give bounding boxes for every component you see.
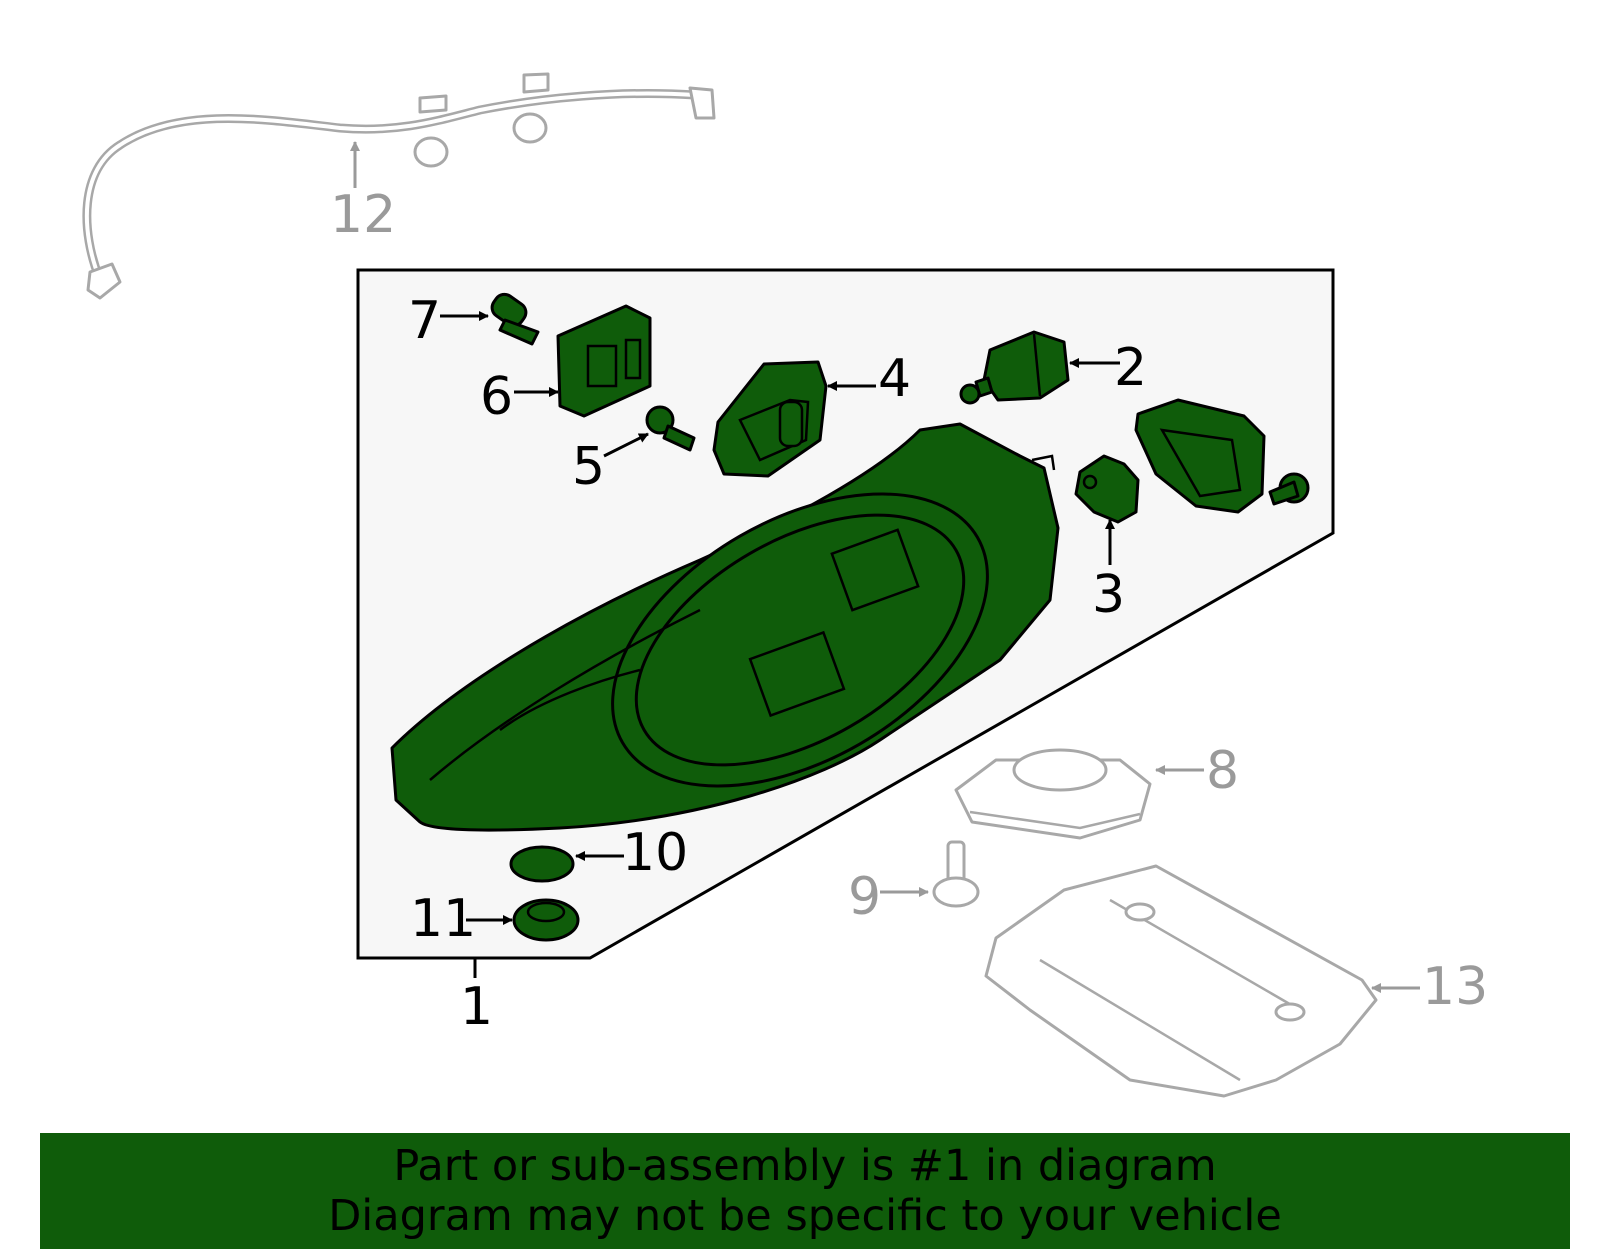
rear-cover[interactable] (1134, 398, 1310, 514)
info-banner: Part or sub-assembly is #1 in diagram Di… (40, 1133, 1570, 1249)
bolt-part-7[interactable] (488, 290, 540, 346)
callout-7: 7 (408, 291, 441, 351)
callout-4: 4 (878, 349, 911, 409)
callout-11: 11 (410, 889, 476, 949)
callout-8: 8 (1206, 741, 1239, 801)
callout-6: 6 (480, 367, 513, 427)
banner-line-1: Part or sub-assembly is #1 in diagram (393, 1141, 1217, 1191)
cover-part-4[interactable] (712, 360, 828, 478)
control-module-part-6[interactable] (556, 304, 652, 418)
callout-10: 10 (622, 823, 688, 883)
callout-3: 3 (1092, 565, 1125, 625)
headlamp-assembly-part-1[interactable] (390, 422, 1060, 846)
callout-1: 1 (460, 977, 493, 1037)
callout-12: 12 (330, 185, 396, 245)
grommet-part-11[interactable] (512, 898, 580, 942)
bolt-part-5[interactable] (645, 405, 696, 452)
banner-line-2: Diagram may not be specific to your vehi… (328, 1191, 1282, 1241)
arrow-5 (603, 432, 649, 458)
callout-5: 5 (572, 437, 605, 497)
base-plate-part-13[interactable] (984, 864, 1378, 1098)
callout-2: 2 (1114, 338, 1147, 398)
callout-13: 13 (1422, 957, 1488, 1017)
cap-part-10[interactable] (509, 845, 575, 883)
adjuster-motor-part-2[interactable] (959, 330, 1070, 405)
ballast-part-8[interactable] (954, 748, 1152, 840)
screw-part-9[interactable] (932, 840, 980, 908)
callout-9: 9 (848, 867, 881, 927)
wire-harness-part-12[interactable] (82, 72, 716, 300)
bracket-part-3[interactable] (1074, 454, 1140, 524)
